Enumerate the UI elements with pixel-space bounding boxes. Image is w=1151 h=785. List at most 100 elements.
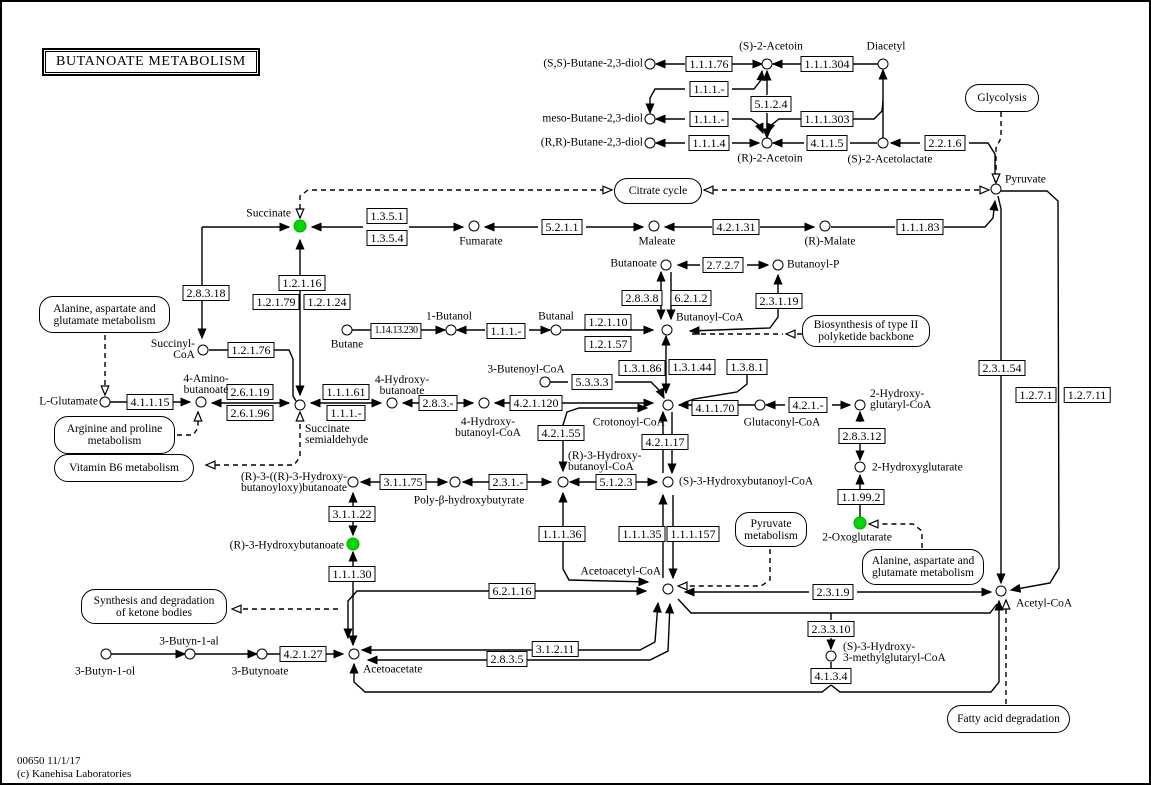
enzyme-box-2-3-1-54[interactable]: 2.3.1.54 xyxy=(978,360,1026,376)
enzyme-box-5-3-3-3[interactable]: 5.3.3.3 xyxy=(571,374,613,390)
metabolite-node-r-3-hydroxybutanoyl-coa[interactable] xyxy=(557,476,569,488)
enzyme-box-1-2-1-10[interactable]: 1.2.1.10 xyxy=(584,314,632,330)
metabolite-node-r-3-hydroxybutanoate[interactable] xyxy=(346,537,360,551)
enzyme-box-2-3-1-19[interactable]: 2.3.1.19 xyxy=(755,293,803,309)
enzyme-box-3-1-1-22[interactable]: 3.1.1.22 xyxy=(328,506,376,522)
enzyme-box-1-2-7-11[interactable]: 1.2.7.11 xyxy=(1063,387,1111,403)
enzyme-box-1-2-1-24[interactable]: 1.2.1.24 xyxy=(303,294,351,310)
metabolite-node-4-aminobutanoate[interactable] xyxy=(195,396,207,408)
metabolite-node-butanal[interactable] xyxy=(550,324,562,336)
metabolite-node-1-butanol[interactable] xyxy=(445,324,457,336)
metabolite-node-r-r-butane-2-3-diol[interactable] xyxy=(644,137,656,149)
metabolite-node-maleate[interactable] xyxy=(648,220,660,232)
enzyme-box-1-3-5-4[interactable]: 1.3.5.4 xyxy=(366,230,408,246)
enzyme-box-2-8-3-18[interactable]: 2.8.3.18 xyxy=(182,285,230,301)
pathway-link-vitamin-b6-metabolism[interactable]: Vitamin B6 metabolism xyxy=(54,454,194,482)
metabolite-node-acetoacetyl-coa[interactable] xyxy=(662,583,674,595)
enzyme-box-2-3-3-10[interactable]: 2.3.3.10 xyxy=(807,621,855,637)
enzyme-box-2-3-1[interactable]: 2.3.1.- xyxy=(488,474,528,490)
enzyme-box-1-1-99-2[interactable]: 1.1.99.2 xyxy=(837,489,885,505)
metabolite-node-s-s-butane-2-3-diol[interactable] xyxy=(644,58,656,70)
metabolite-node-2-hydroxyglutarate[interactable] xyxy=(854,461,866,473)
enzyme-box-1-1-1-76[interactable]: 1.1.1.76 xyxy=(685,56,733,72)
metabolite-node-succinyl-coa[interactable] xyxy=(197,344,209,356)
enzyme-box-1-1-1-303[interactable]: 1.1.1.303 xyxy=(800,111,854,127)
enzyme-box-1-1-1[interactable]: 1.1.1.- xyxy=(486,323,526,339)
enzyme-box-1-2-1-76[interactable]: 1.2.1.76 xyxy=(227,342,275,358)
enzyme-box-4-1-1-15[interactable]: 4.1.1.15 xyxy=(126,394,174,410)
metabolite-node-r-2-acetoin[interactable] xyxy=(761,137,773,149)
enzyme-box-1-1-1[interactable]: 1.1.1.- xyxy=(689,111,729,127)
metabolite-node-l-glutamate[interactable] xyxy=(99,396,111,408)
metabolite-node-diacetyl[interactable] xyxy=(877,58,889,70)
enzyme-box-1-2-7-1[interactable]: 1.2.7.1 xyxy=(1015,387,1057,403)
enzyme-box-4-2-1[interactable]: 4.2.1.- xyxy=(788,397,828,413)
metabolite-node-s-2-acetoin[interactable] xyxy=(761,58,773,70)
metabolite-node-3-butyn-1-ol[interactable] xyxy=(100,648,112,660)
enzyme-box-5-1-2-3[interactable]: 5.1.2.3 xyxy=(595,474,637,490)
enzyme-box-2-6-1-19[interactable]: 2.6.1.19 xyxy=(226,384,274,400)
metabolite-node-4-hydroxybutanoate[interactable] xyxy=(386,397,398,409)
metabolite-node-s-2-acetolactate[interactable] xyxy=(877,137,889,149)
metabolite-node-glutaconyl-coa[interactable] xyxy=(754,399,766,411)
enzyme-box-1-14-13-230[interactable]: 1.14.13.230 xyxy=(370,323,422,339)
enzyme-box-1-1-1-30[interactable]: 1.1.1.30 xyxy=(328,566,376,582)
metabolite-node-2-hydroxyglutaryl-coa[interactable] xyxy=(854,399,866,411)
enzyme-box-1-1-1[interactable]: 1.1.1.- xyxy=(689,81,729,97)
metabolite-node-pyruvate[interactable] xyxy=(990,183,1002,195)
metabolite-node-3-butynoate[interactable] xyxy=(256,648,268,660)
metabolite-node-3-butyn-1-al[interactable] xyxy=(184,648,196,660)
metabolite-node-succinate[interactable] xyxy=(293,219,307,233)
enzyme-box-2-6-1-96[interactable]: 2.6.1.96 xyxy=(226,405,274,421)
enzyme-box-1-1-1-4[interactable]: 1.1.1.4 xyxy=(688,135,730,151)
metabolite-node-s-3-hydroxy-3-methylglutaryl-coa[interactable] xyxy=(825,650,837,662)
enzyme-box-4-2-1-27[interactable]: 4.2.1.27 xyxy=(279,646,327,662)
enzyme-box-1-2-1-79[interactable]: 1.2.1.79 xyxy=(252,294,300,310)
enzyme-box-2-3-1-9[interactable]: 2.3.1.9 xyxy=(812,584,854,600)
metabolite-node-crotonoyl-coa[interactable] xyxy=(662,399,674,411)
enzyme-box-1-1-1-304[interactable]: 1.1.1.304 xyxy=(800,56,854,72)
enzyme-box-1-1-1-35[interactable]: 1.1.1.35 xyxy=(618,526,666,542)
metabolite-node-butane[interactable] xyxy=(341,324,353,336)
enzyme-box-2-2-1-6[interactable]: 2.2.1.6 xyxy=(924,135,966,151)
enzyme-box-1-1-1-61[interactable]: 1.1.1.61 xyxy=(322,384,370,400)
pathway-link-fatty-acid-degradation[interactable]: Fatty acid degradation xyxy=(947,705,1070,733)
enzyme-box-3-1-1-75[interactable]: 3.1.1.75 xyxy=(379,474,427,490)
metabolite-node-r-3-r-3-hydroxybutanoyloxy-butanoate[interactable] xyxy=(347,476,359,488)
metabolite-node-butanoyl-coa[interactable] xyxy=(661,324,673,336)
metabolite-node-meso-butane-2-3-diol[interactable] xyxy=(644,113,656,125)
metabolite-node-acetyl-coa[interactable] xyxy=(995,585,1007,597)
enzyme-box-6-2-1-16[interactable]: 6.2.1.16 xyxy=(488,583,536,599)
enzyme-box-1-2-1-57[interactable]: 1.2.1.57 xyxy=(584,336,632,352)
enzyme-box-5-1-2-4[interactable]: 5.1.2.4 xyxy=(750,96,792,112)
enzyme-box-4-1-1-5[interactable]: 4.1.1.5 xyxy=(806,135,848,151)
enzyme-box-4-2-1-31[interactable]: 4.2.1.31 xyxy=(712,219,760,235)
pathway-link-citrate-cycle[interactable]: Citrate cycle xyxy=(614,178,702,204)
metabolite-node-succinate-semialdehyde[interactable] xyxy=(294,399,306,411)
enzyme-box-1-1-1-83[interactable]: 1.1.1.83 xyxy=(896,219,944,235)
enzyme-box-1-1-1-36[interactable]: 1.1.1.36 xyxy=(538,526,586,542)
enzyme-box-4-1-3-4[interactable]: 4.1.3.4 xyxy=(810,668,852,684)
enzyme-box-4-2-1-120[interactable]: 4.2.1.120 xyxy=(509,395,563,411)
metabolite-node-s-3-hydroxybutanoyl-coa[interactable] xyxy=(662,476,674,488)
enzyme-box-2-7-2-7[interactable]: 2.7.2.7 xyxy=(702,257,744,273)
enzyme-box-4-2-1-55[interactable]: 4.2.1.55 xyxy=(537,425,585,441)
metabolite-node-4-hydroxybutanoyl-coa[interactable] xyxy=(478,397,490,409)
enzyme-box-1-3-1-86[interactable]: 1.3.1.86 xyxy=(618,360,666,376)
enzyme-box-4-2-1-17[interactable]: 4.2.1.17 xyxy=(641,434,689,450)
enzyme-box-2-8-3-5[interactable]: 2.8.3.5 xyxy=(486,651,528,667)
metabolite-node-poly-beta-hydroxybutyrate[interactable] xyxy=(449,476,461,488)
enzyme-box-1-3-8-1[interactable]: 1.3.8.1 xyxy=(726,359,768,375)
enzyme-box-1-1-1[interactable]: 1.1.1.- xyxy=(326,405,366,421)
metabolite-node-3-butenoyl-coa[interactable] xyxy=(539,376,551,388)
metabolite-node-2-oxoglutarate[interactable] xyxy=(853,516,867,530)
enzyme-box-1-3-5-1[interactable]: 1.3.5.1 xyxy=(366,208,408,224)
enzyme-box-1-1-1-157[interactable]: 1.1.1.157 xyxy=(666,526,720,542)
metabolite-node-butanoate[interactable] xyxy=(660,259,672,271)
